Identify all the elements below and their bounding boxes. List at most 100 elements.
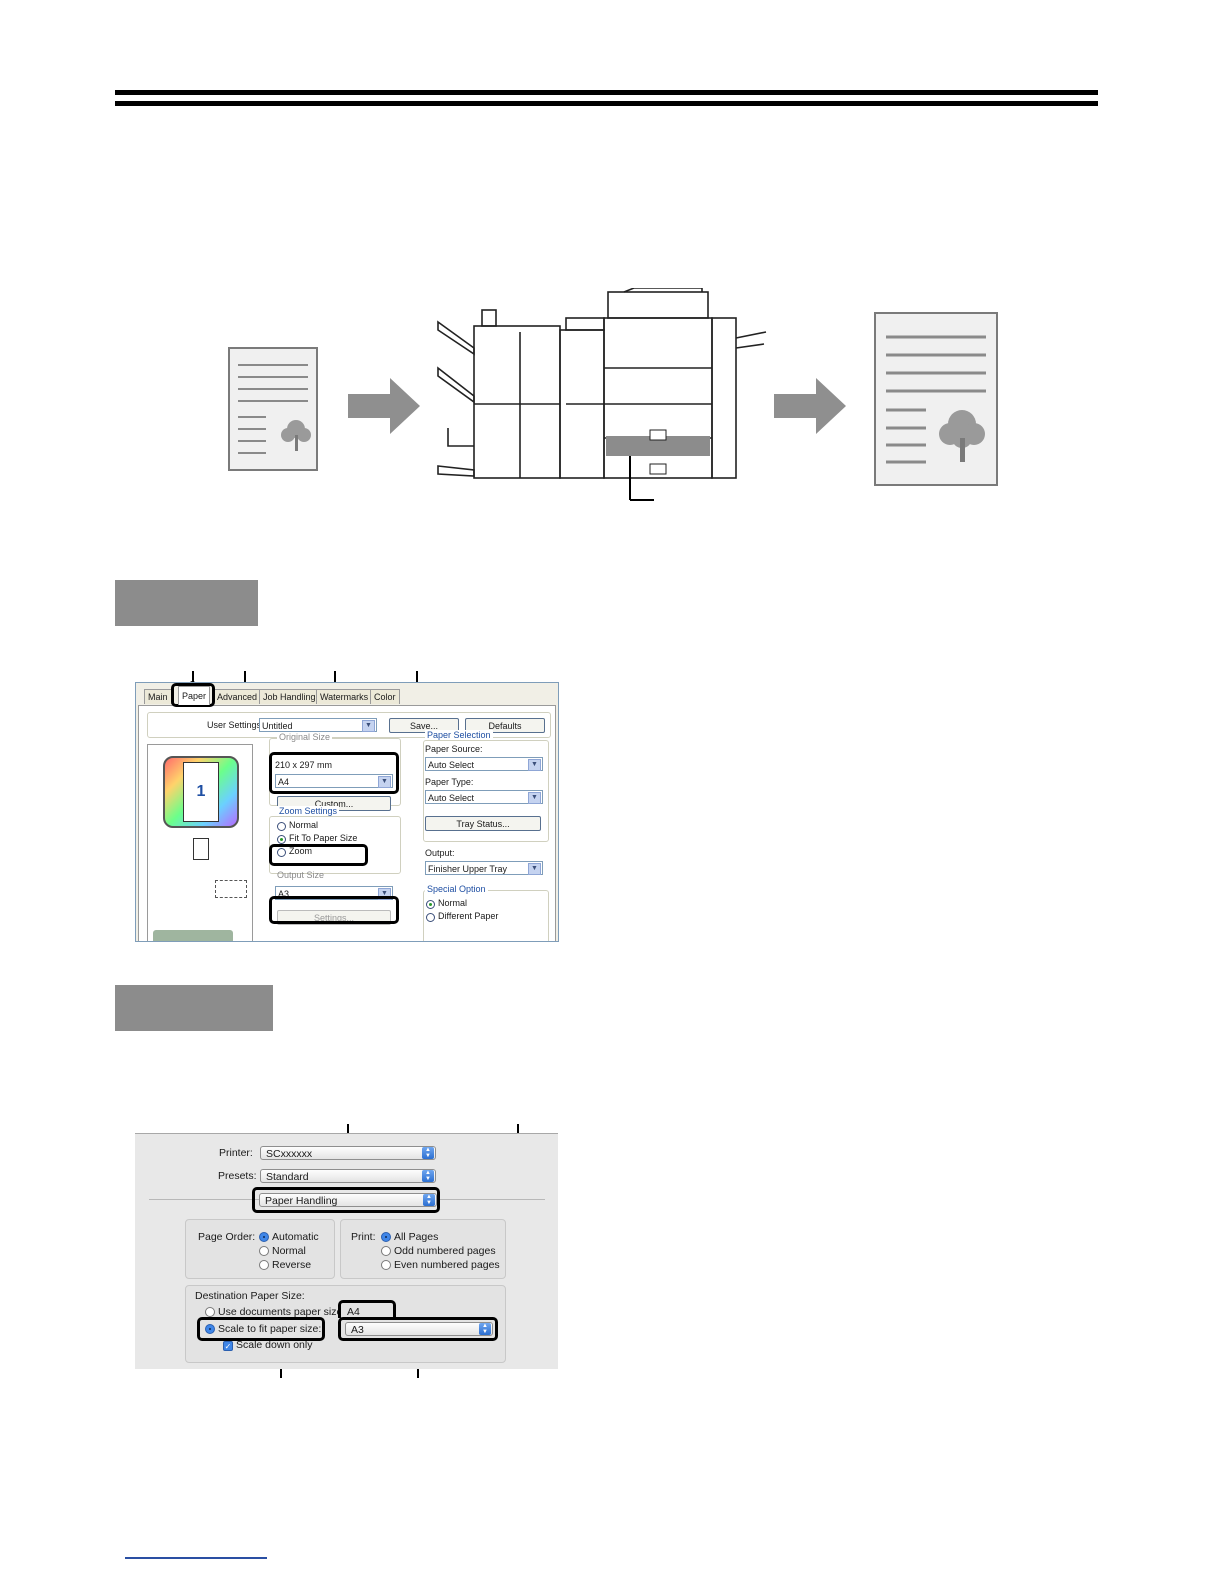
- print-label: Print:: [351, 1231, 376, 1243]
- special-different-paper-label: Different Paper: [438, 911, 499, 921]
- highlight-document-size: [338, 1300, 396, 1318]
- dialog-top-border: [135, 1133, 558, 1134]
- header-rule-top: [115, 90, 1098, 95]
- updown-arrows-icon: ▲▼: [422, 1147, 434, 1159]
- stacked-pages-icon: [215, 880, 247, 898]
- step-heading-bar: [115, 580, 258, 626]
- tray-status-button[interactable]: Tray Status...: [425, 816, 541, 831]
- paper-type-select[interactable]: Auto Select▼: [425, 790, 543, 804]
- zoom-normal-radio[interactable]: [277, 822, 286, 831]
- output-select[interactable]: Finisher Upper Tray▼: [425, 861, 543, 875]
- output-size-label: Output Size: [277, 870, 325, 880]
- print-even-pages-radio[interactable]: [381, 1260, 391, 1270]
- zoom-fit-to-paper-radio[interactable]: [277, 835, 286, 844]
- use-documents-paper-size-value: A4: [347, 1306, 360, 1318]
- scale-down-only-label: Scale down only: [236, 1339, 313, 1351]
- original-size-select[interactable]: A4▼: [275, 774, 393, 788]
- output-document-illustration: [874, 312, 998, 486]
- document-icon: [193, 838, 209, 860]
- print-all-pages-label: All Pages: [394, 1231, 439, 1243]
- defaults-button[interactable]: Defaults: [465, 718, 545, 733]
- highlight-scale-to-fit-size: [338, 1317, 498, 1341]
- chevron-down-icon: ▼: [378, 776, 391, 788]
- zoom-normal-label: Normal: [289, 820, 319, 830]
- zoom-fit-to-paper-label: Fit To Paper Size: [289, 833, 358, 843]
- zoom-settings-label: Zoom Settings: [277, 806, 340, 816]
- zoom-zoom-label: Zoom: [289, 846, 313, 856]
- step-heading-bar: [115, 985, 273, 1031]
- paper-source-label: Paper Source:: [425, 744, 483, 754]
- original-size-label: Original Size: [277, 732, 333, 742]
- highlight-scale-to-fit: [197, 1317, 325, 1341]
- user-settings-select[interactable]: Untitled▼: [259, 718, 377, 732]
- highlight-paper-handling: [252, 1187, 440, 1213]
- chevron-down-icon: ▼: [528, 863, 541, 875]
- page-order-automatic-radio[interactable]: [259, 1232, 269, 1242]
- page-order-automatic-label: Automatic: [272, 1231, 319, 1243]
- chevron-down-icon: ▼: [528, 759, 541, 771]
- printer-label: Printer:: [219, 1147, 253, 1159]
- scale-down-only-checkbox[interactable]: ✓: [223, 1341, 233, 1351]
- save-button[interactable]: Save...: [389, 718, 459, 733]
- page-order-reverse-radio[interactable]: [259, 1260, 269, 1270]
- use-documents-paper-size-label: Use documents paper size:: [218, 1306, 340, 1318]
- panel-popup[interactable]: Paper Handling▲▼: [259, 1193, 437, 1207]
- special-different-paper-radio[interactable]: [426, 913, 435, 922]
- tab-paper[interactable]: Paper: [178, 686, 211, 705]
- tab-color[interactable]: Color: [370, 689, 400, 704]
- page-order-label: Page Order:: [198, 1231, 256, 1243]
- print-odd-pages-radio[interactable]: [381, 1246, 391, 1256]
- tab-job-handling[interactable]: Job Handling: [259, 689, 320, 704]
- tab-watermarks[interactable]: Watermarks: [316, 689, 373, 704]
- print-odd-pages-label: Odd numbered pages: [394, 1245, 496, 1257]
- output-label: Output:: [425, 848, 455, 858]
- special-normal-radio[interactable]: [426, 900, 435, 909]
- tab-main[interactable]: Main: [144, 689, 172, 704]
- right-arrow-icon: [348, 378, 420, 434]
- mac-print-dialog: Printer: SCxxxxxx▲▼ Presets: Standard▲▼ …: [135, 1133, 558, 1369]
- printer-machine-illustration: [437, 288, 767, 501]
- paper-tab-panel: User Settings: Untitled▼ Save... Default…: [138, 705, 556, 941]
- callout-line: [192, 671, 194, 685]
- header-rule-bottom: [115, 101, 1098, 106]
- printer-small-icon: [153, 930, 233, 941]
- tree-icon: [939, 410, 985, 462]
- page-preview-sheet: 1: [183, 762, 219, 822]
- paper-selection-group: [423, 740, 549, 842]
- paper-type-label: Paper Type:: [425, 777, 474, 787]
- destination-paper-size-label: Destination Paper Size:: [195, 1290, 305, 1302]
- highlight-paper-tab: [171, 683, 215, 707]
- chevron-down-icon: ▼: [362, 720, 375, 732]
- footer-rule: [125, 1557, 267, 1559]
- chevron-down-icon: ▼: [528, 792, 541, 804]
- printer-popup[interactable]: SCxxxxxx▲▼: [260, 1146, 436, 1160]
- scale-to-fit-label: Scale to fit paper size:: [218, 1323, 322, 1335]
- updown-arrows-icon: ▲▼: [479, 1323, 491, 1335]
- special-option-label: Special Option: [425, 884, 488, 894]
- scale-to-fit-radio[interactable]: [205, 1324, 215, 1334]
- updown-arrows-icon: ▲▼: [422, 1170, 434, 1182]
- tab-advanced[interactable]: Advanced: [213, 689, 262, 704]
- print-all-pages-radio[interactable]: [381, 1232, 391, 1242]
- print-even-pages-label: Even numbered pages: [394, 1259, 500, 1271]
- presets-popup[interactable]: Standard▲▼: [260, 1169, 436, 1183]
- paper-source-select[interactable]: Auto Select▼: [425, 757, 543, 771]
- user-settings-group: [147, 712, 551, 738]
- original-size-dimensions: 210 x 297 mm: [275, 760, 333, 770]
- checkmark-icon: ✓: [224, 1342, 232, 1351]
- highlight-fit-to-paper: [269, 844, 368, 866]
- scale-to-fit-popup[interactable]: A3▲▼: [345, 1322, 493, 1336]
- zoom-zoom-radio[interactable]: [277, 848, 286, 857]
- source-document-illustration: [228, 347, 318, 471]
- page-order-normal-label: Normal: [272, 1245, 306, 1257]
- special-normal-label: Normal: [438, 898, 468, 908]
- highlight-output-size: [269, 896, 399, 924]
- user-settings-label: User Settings:: [207, 720, 264, 730]
- updown-arrows-icon: ▲▼: [423, 1194, 435, 1206]
- print-range-box: [340, 1219, 506, 1279]
- page-order-normal-radio[interactable]: [259, 1246, 269, 1256]
- right-arrow-icon: [774, 378, 846, 434]
- highlight-original-size: [269, 752, 399, 794]
- use-documents-paper-size-radio[interactable]: [205, 1307, 215, 1317]
- paper-selection-label: Paper Selection: [425, 730, 493, 740]
